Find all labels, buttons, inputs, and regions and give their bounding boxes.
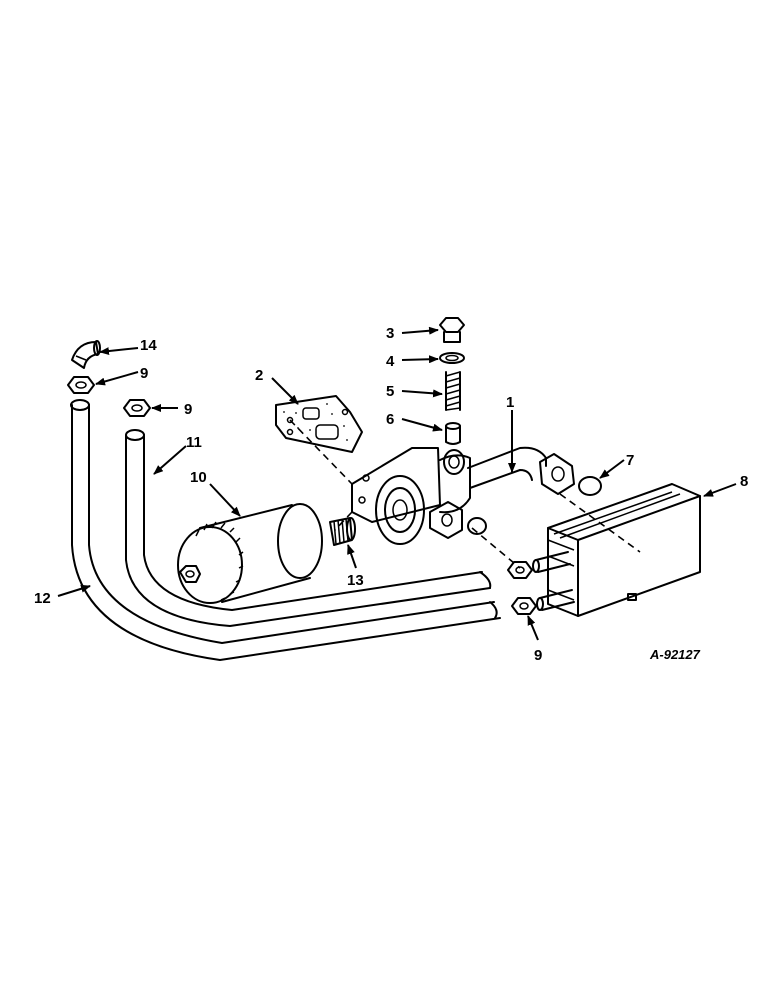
callout-2: 2 <box>255 367 263 384</box>
oil-filter-10 <box>177 503 323 604</box>
callout-7: 7 <box>626 452 634 469</box>
callout-3: 3 <box>386 325 394 342</box>
gasket-2 <box>275 395 363 453</box>
callout-13: 13 <box>347 572 364 589</box>
callout-6: 6 <box>386 411 394 428</box>
callout-1: 1 <box>506 394 514 411</box>
o-ring-base <box>467 517 487 535</box>
callout-4: 4 <box>386 353 395 370</box>
callout-11: 11 <box>186 434 202 451</box>
elbow-fitting-14 <box>71 340 101 369</box>
callout-9-b: 9 <box>184 401 192 418</box>
leader-arrows <box>57 326 737 641</box>
nut-9-cooler-upper <box>507 561 533 579</box>
washer-4 <box>439 352 465 364</box>
oil-cooler-8 <box>532 483 701 617</box>
plug-3 <box>439 317 465 343</box>
callout-12: 12 <box>34 590 51 607</box>
hose-11 <box>125 429 492 627</box>
callout-5: 5 <box>386 383 394 400</box>
callout-9-c: 9 <box>534 647 542 664</box>
spring-5 <box>445 371 461 411</box>
nipple-13 <box>329 517 356 546</box>
o-ring-7 <box>578 476 602 496</box>
callout-14: 14 <box>140 337 157 354</box>
filter-base-1 <box>351 446 575 545</box>
callout-8: 8 <box>740 473 748 490</box>
nut-9-top-right <box>123 399 151 417</box>
callout-9-a: 9 <box>140 365 148 382</box>
valve-6 <box>445 422 461 445</box>
hose-12 <box>70 399 501 661</box>
nut-9-cooler-lower <box>511 597 537 615</box>
reference-number: A-92127 <box>649 647 701 662</box>
alignment-lines <box>289 419 641 569</box>
callout-10: 10 <box>190 469 207 486</box>
nut-9-top-left <box>67 376 95 394</box>
